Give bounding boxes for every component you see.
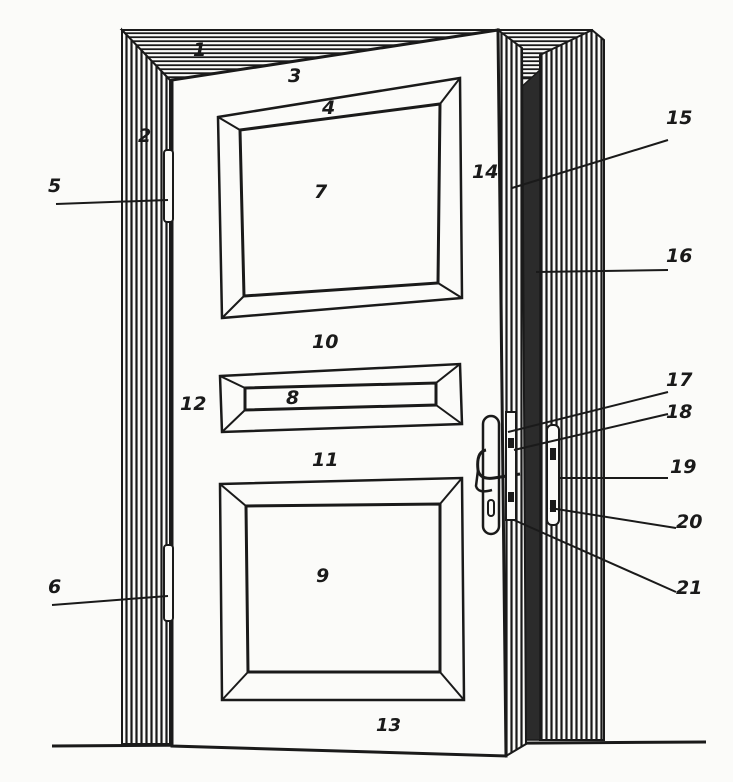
label-14: 14 xyxy=(472,161,498,183)
label-9: 9 xyxy=(316,565,329,587)
leader-lines xyxy=(51,139,677,606)
label-15: 15 xyxy=(666,107,692,129)
label-7: 7 xyxy=(314,181,328,203)
middle-panel xyxy=(243,381,438,412)
keyhole xyxy=(487,499,495,517)
label-2: 2 xyxy=(138,125,151,147)
upper-panel xyxy=(238,102,442,298)
label-13: 13 xyxy=(376,715,401,736)
label-11: 11 xyxy=(312,449,338,471)
frame-right-jamb xyxy=(539,28,605,741)
label-10: 10 xyxy=(312,331,338,353)
lock-faceplate xyxy=(505,411,517,521)
label-5: 5 xyxy=(48,175,61,197)
label-21: 21 xyxy=(676,577,702,599)
lower-panel xyxy=(244,502,442,674)
label-8: 8 xyxy=(286,387,299,409)
label-4: 4 xyxy=(321,97,335,119)
label-17: 17 xyxy=(666,369,693,391)
label-3: 3 xyxy=(288,65,301,87)
label-16: 16 xyxy=(666,245,692,267)
label-6: 6 xyxy=(48,576,61,598)
lower-hinge xyxy=(163,544,174,622)
label-18: 18 xyxy=(666,401,692,423)
upper-hinge xyxy=(163,149,174,223)
label-20: 20 xyxy=(676,511,702,533)
label-19: 19 xyxy=(670,456,696,478)
label-1: 1 xyxy=(193,39,206,61)
label-12: 12 xyxy=(180,393,206,415)
handle-grip xyxy=(474,469,493,493)
